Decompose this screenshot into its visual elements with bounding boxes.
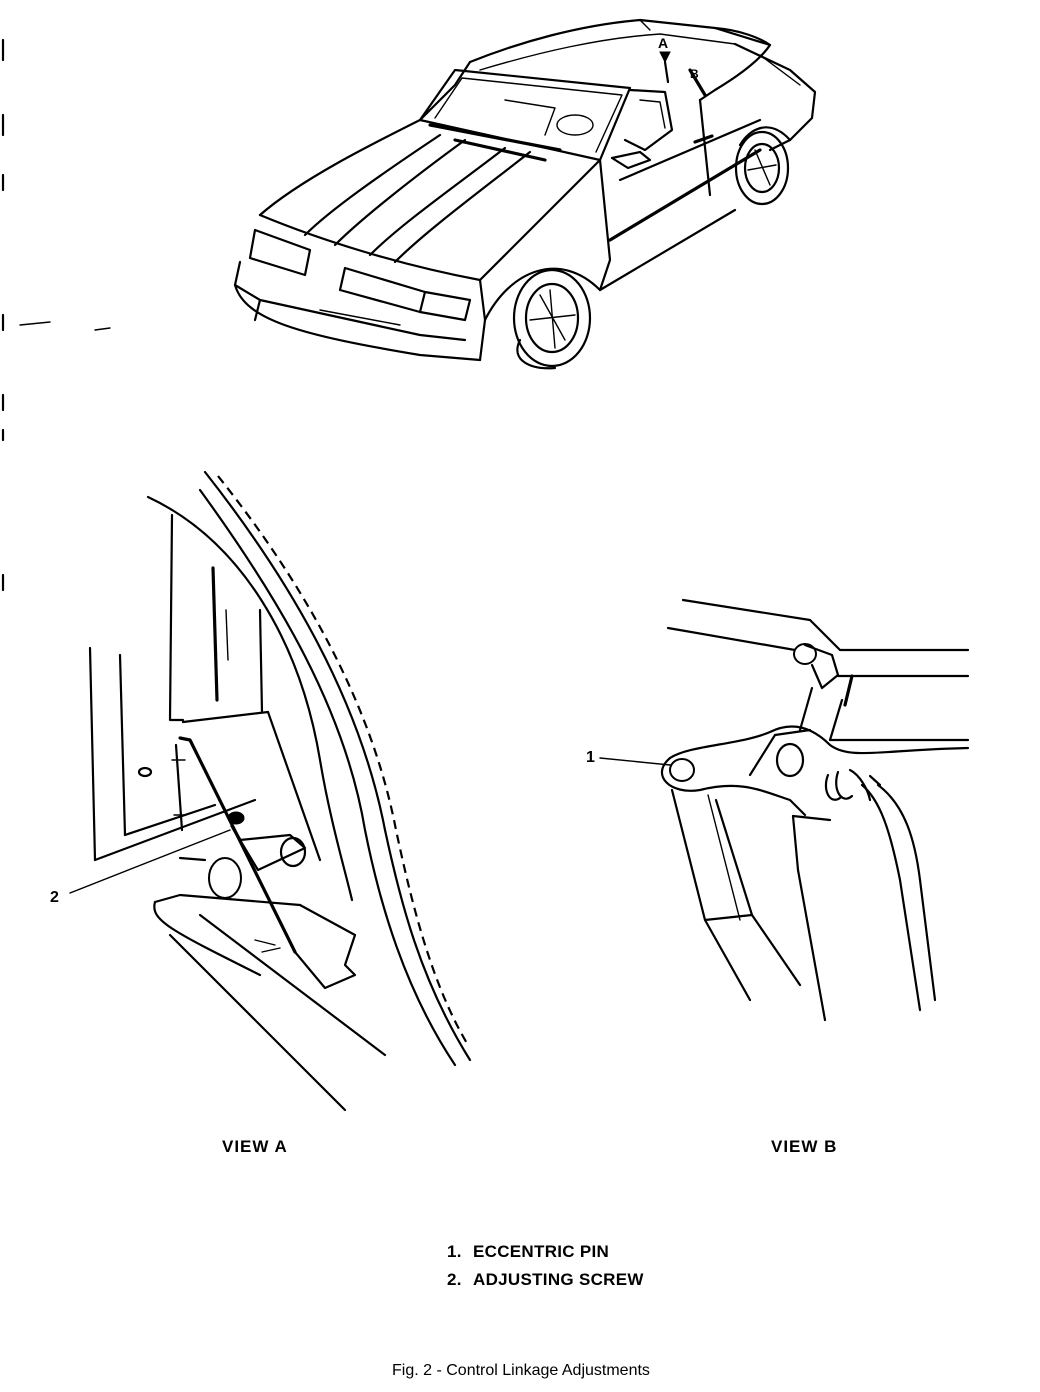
legend-item-adjusting-screw: 2. ADJUSTING SCREW <box>447 1266 644 1294</box>
legend-number: 2. <box>447 1270 462 1289</box>
view-b-illustration: 1 <box>586 598 970 1022</box>
figure-caption: Fig. 2 - Control Linkage Adjustments <box>392 1362 650 1379</box>
callout-1: 1 <box>586 749 595 766</box>
legend-item-eccentric-pin: 1. ECCENTRIC PIN <box>447 1238 644 1266</box>
marker-a: A <box>658 35 668 51</box>
legend-text: ADJUSTING SCREW <box>473 1270 644 1289</box>
callout-2: 2 <box>50 889 59 906</box>
callout-1-leader <box>599 757 671 766</box>
legend-number: 1. <box>447 1242 462 1261</box>
view-b-label: VIEW B <box>771 1137 838 1156</box>
convertible-car-illustration: A B <box>19 18 817 370</box>
marker-b: B <box>690 67 699 81</box>
callout-2-leader <box>69 829 231 894</box>
legend: 1. ECCENTRIC PIN 2. ADJUSTING SCREW <box>447 1238 644 1294</box>
view-a-label: VIEW A <box>222 1137 288 1156</box>
view-a-illustration: 2 <box>50 470 472 1112</box>
marker-a-arrow <box>659 51 671 64</box>
legend-text: ECCENTRIC PIN <box>473 1242 610 1261</box>
